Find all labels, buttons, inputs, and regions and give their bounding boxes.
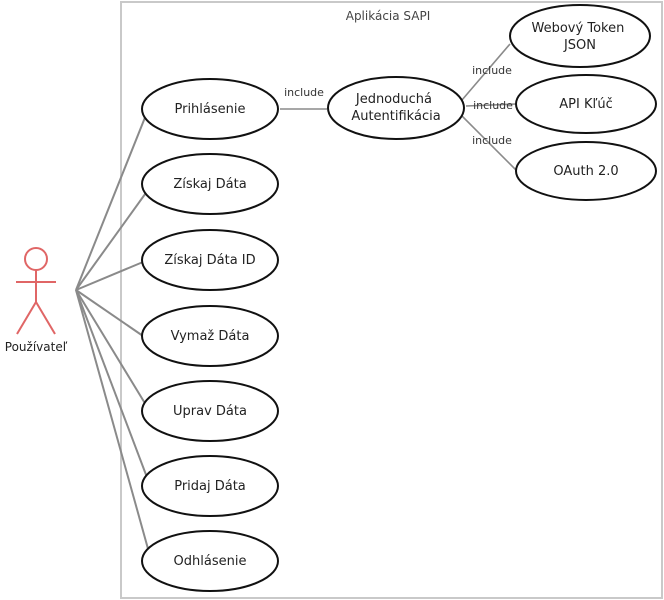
use-case-get-data-id[interactable]: Získaj Dáta ID: [141, 229, 279, 291]
include-line-auth-jwt: [461, 43, 511, 101]
include-line-auth-apikey: [465, 103, 517, 107]
use-case-jwt[interactable]: Webový Token JSON: [509, 4, 651, 68]
use-case-add-data-shape: [141, 455, 279, 517]
actor-left-leg: [16, 301, 37, 335]
association-get-data: [75, 189, 149, 291]
use-case-simple-auth-line-1: Jednoduchá: [355, 92, 432, 107]
use-case-simple-auth-line-2: Autentifikácia: [351, 109, 440, 124]
use-case-logout-shape: [141, 530, 279, 592]
use-case-logout[interactable]: Odhlásenie: [141, 530, 279, 592]
use-case-oauth[interactable]: OAuth 2.0: [515, 141, 657, 201]
use-case-edit-data[interactable]: Uprav Dáta: [141, 380, 279, 442]
actor-head: [24, 247, 48, 271]
association-logout: [75, 289, 151, 557]
use-case-jwt-label: Webový Token JSON: [532, 21, 629, 53]
include-label-auth-oauth: include: [472, 134, 512, 147]
system-title: Aplikácia SAPI: [346, 9, 431, 23]
association-add-data: [75, 289, 149, 481]
use-case-get-data-id-label: Získaj Dáta ID: [164, 253, 255, 268]
association-delete-data: [75, 289, 144, 337]
use-case-simple-auth[interactable]: Jednoduchá Autentifikácia: [327, 76, 465, 140]
use-case-add-data-label: Pridaj Dáta: [174, 479, 246, 494]
use-case-oauth-shape: [515, 141, 657, 201]
use-case-simple-auth-shape: [327, 76, 465, 140]
use-case-get-data[interactable]: Získaj Dáta: [141, 153, 279, 215]
include-label-auth-apikey: include: [473, 99, 513, 112]
use-case-edit-data-shape: [141, 380, 279, 442]
actor-associations: [75, 109, 151, 557]
use-case-api-key[interactable]: API Kľúč: [515, 74, 657, 134]
use-case-jwt-line-1: Webový Token: [532, 21, 625, 36]
use-case-jwt-line-2: JSON: [563, 38, 596, 53]
use-case-login-label: Prihlásenie: [174, 102, 245, 117]
include-label-login-auth: include: [284, 86, 324, 99]
use-case-edit-data-label: Uprav Dáta: [173, 404, 247, 419]
use-case-login[interactable]: Prihlásenie: [141, 78, 279, 140]
include-label-auth-jwt: include: [472, 64, 512, 77]
actor-user[interactable]: Používateľ: [5, 247, 68, 354]
use-case-login-shape: [141, 78, 279, 140]
association-get-data-id: [75, 261, 144, 291]
use-case-get-data-id-shape: [141, 229, 279, 291]
association-edit-data: [75, 289, 147, 406]
use-case-delete-data-shape: [141, 305, 279, 367]
actor-right-leg: [35, 301, 56, 335]
actor-label: Používateľ: [5, 340, 68, 354]
use-case-delete-data[interactable]: Vymaž Dáta: [141, 305, 279, 367]
use-case-logout-label: Odhlásenie: [174, 554, 247, 569]
association-login: [75, 109, 149, 291]
use-case-api-key-shape: [515, 74, 657, 134]
use-case-delete-data-label: Vymaž Dáta: [171, 329, 250, 344]
use-case-api-key-label: API Kľúč: [559, 97, 613, 112]
use-case-add-data[interactable]: Pridaj Dáta: [141, 455, 279, 517]
use-case-oauth-label: OAuth 2.0: [553, 164, 618, 179]
use-case-get-data-shape: [141, 153, 279, 215]
use-case-jwt-shape: [509, 4, 651, 68]
use-case-simple-auth-label: Jednoduchá Autentifikácia: [351, 92, 440, 124]
include-relations: include include include include: [280, 43, 517, 171]
include-line-auth-oauth: [461, 115, 517, 171]
use-case-get-data-label: Získaj Dáta: [173, 177, 246, 192]
